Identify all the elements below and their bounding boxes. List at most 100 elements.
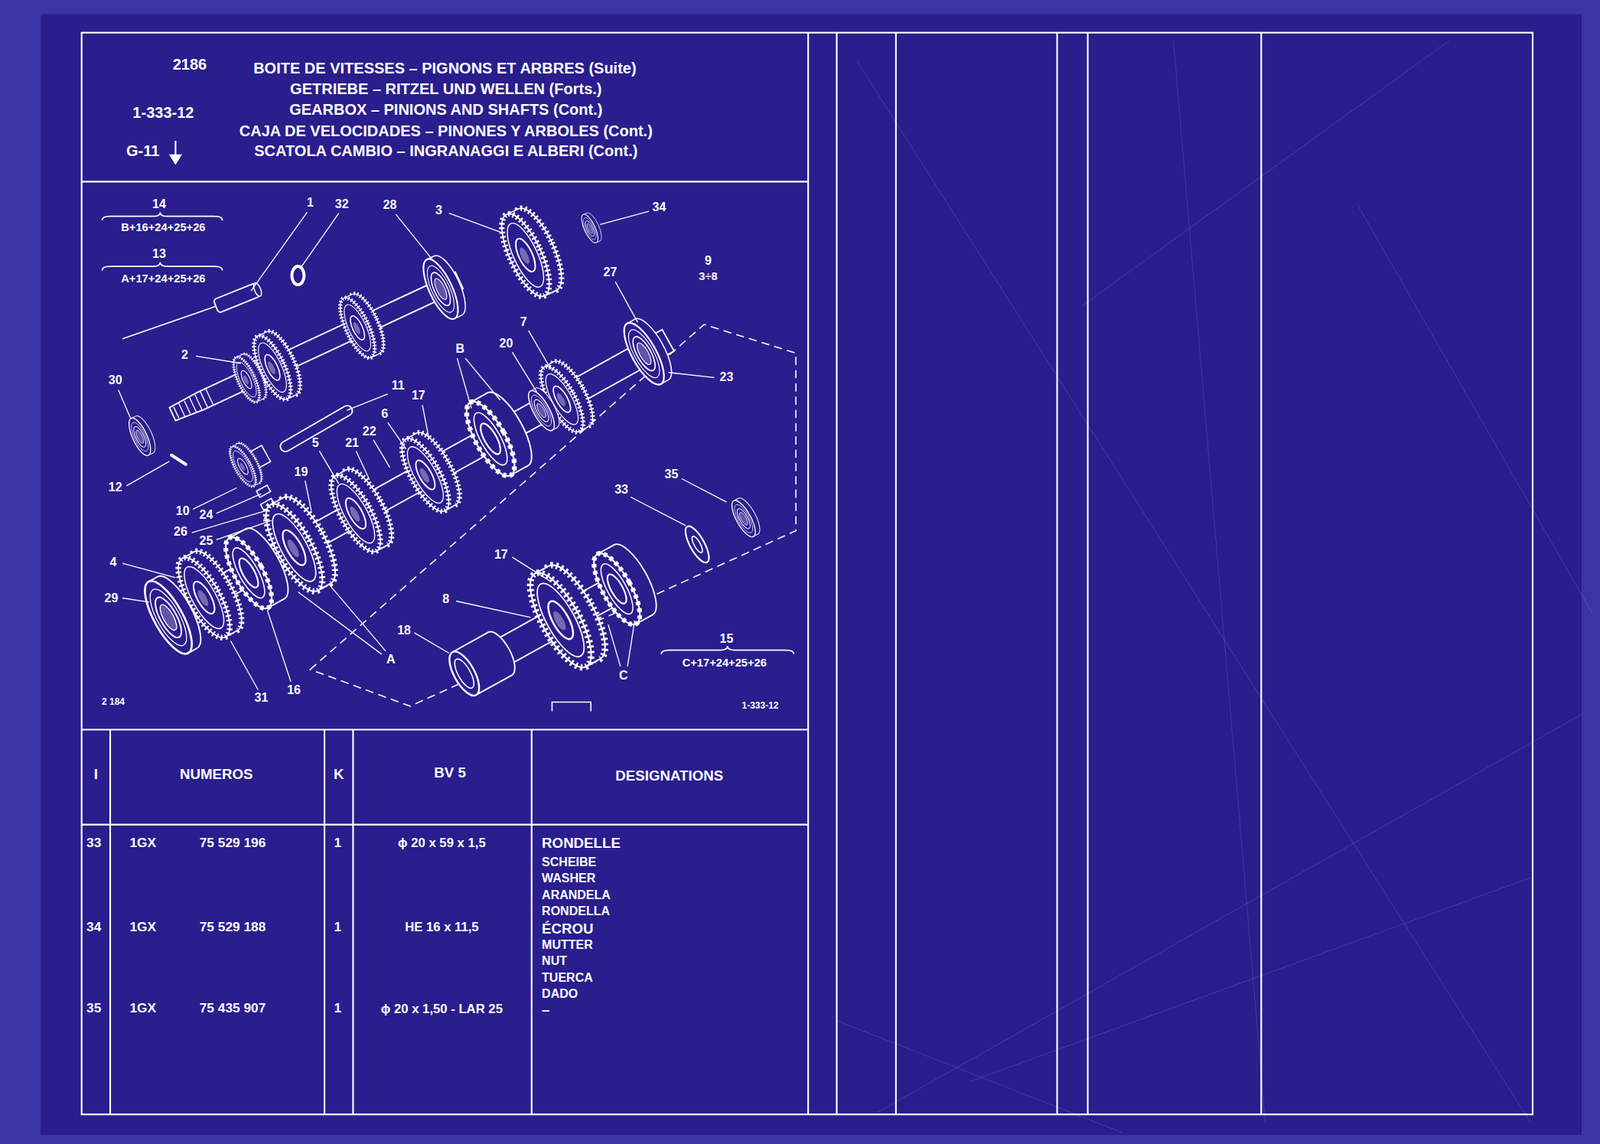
- leader-line: [599, 211, 649, 225]
- pin: [278, 404, 355, 454]
- film-ground: [40, 14, 1582, 1135]
- leader-line: [122, 563, 176, 578]
- scratch-mark: [969, 877, 1531, 1082]
- bushing: [443, 647, 486, 701]
- scratch-mark: [1081, 40, 1450, 307]
- main-shaft: [523, 384, 564, 434]
- page-number: 2186: [172, 55, 208, 73]
- title-line: SCATOLA CAMBIO – INGRANAGGI E ALBERI (Co…: [254, 142, 638, 160]
- output-assembly: [681, 523, 714, 567]
- frame-line: [1086, 32, 1089, 1115]
- leader-line: [216, 493, 262, 513]
- leader-line: [395, 214, 434, 261]
- scratch-mark: [1173, 40, 1266, 1123]
- callout-number: 2: [181, 348, 189, 362]
- leader-line: [355, 450, 369, 480]
- group-formula: 3÷8: [698, 270, 717, 283]
- leader-line: [297, 592, 382, 655]
- leader-line: [465, 358, 500, 401]
- callout-number: 4: [110, 555, 118, 570]
- leader-line: [608, 624, 621, 667]
- title-line: BOITE DE VITESSES – PIGNONS ET ARBRES (S…: [253, 59, 636, 77]
- callout-number: 33: [614, 482, 629, 497]
- leader-line: [126, 461, 170, 486]
- leader-line: [192, 487, 237, 509]
- group-code: G-11: [126, 142, 160, 160]
- callout-number: 28: [382, 198, 397, 212]
- callout-number: 29: [104, 591, 118, 606]
- table-cell: 1GX: [129, 1000, 157, 1016]
- input-shaft: [168, 272, 463, 423]
- scratch-mark: [837, 40, 1593, 1133]
- group-formula: C+17+24+25+26: [682, 655, 767, 669]
- frame-line: [109, 729, 111, 1115]
- callout-number: 8: [442, 592, 450, 607]
- leader-line: [413, 632, 449, 654]
- bushing: [443, 627, 522, 701]
- dashed-outline: [309, 324, 796, 707]
- input-shaft: [333, 289, 392, 362]
- main-shaft: [616, 312, 680, 390]
- leader-line: [319, 450, 339, 484]
- leader-line: [267, 610, 291, 682]
- table-cell: 1GX: [129, 920, 157, 936]
- main-shaft: [457, 385, 541, 483]
- direction-arrow: [170, 140, 181, 163]
- leader-line: [449, 213, 502, 233]
- figure-number: 2 184: [101, 697, 125, 708]
- leader-line: [305, 480, 312, 511]
- designation: RONDELLA: [541, 904, 610, 919]
- leader-line: [511, 351, 537, 392]
- callout-number: 9: [704, 254, 712, 269]
- table-header: BV 5: [433, 764, 466, 781]
- callout-number: 14: [152, 197, 167, 212]
- main-shaft: [132, 297, 693, 668]
- callout-number: 17: [411, 389, 426, 404]
- input-shaft: [228, 350, 271, 406]
- callout-number: 18: [397, 623, 411, 638]
- frame-line: [81, 824, 809, 826]
- callout-number: 6: [381, 407, 388, 422]
- callout-number: 21: [345, 436, 359, 450]
- designation: SCHEIBE: [541, 855, 597, 870]
- callout-number: 20: [498, 337, 513, 352]
- leader-line: [456, 601, 531, 618]
- parts-sheet: [124, 413, 160, 459]
- brace: [101, 262, 222, 271]
- brace: [661, 645, 794, 655]
- designation: ARANDELA: [541, 888, 611, 903]
- frame-line: [81, 728, 809, 730]
- table-cell: ϕ 20 x 59 x 1,5: [397, 835, 486, 850]
- frame-line: [835, 32, 838, 1115]
- table-cell: 75 529 196: [199, 835, 267, 851]
- scratch-mark: [837, 1020, 1123, 1134]
- leader-line: [511, 557, 551, 582]
- designation: ÉCROU: [541, 920, 594, 937]
- small-gear: [224, 433, 277, 490]
- table-header: I: [94, 766, 98, 783]
- bracket-symbol: [551, 702, 591, 712]
- table-cell: HE 16 x 11,5: [404, 920, 480, 935]
- table-cell: 1: [334, 1000, 343, 1016]
- title-line: GETRIEBE – RITZEL UND WELLEN (Forts.): [290, 80, 602, 98]
- title-line: CAJA DE VELOCIDADES – PINONES Y ARBOLES …: [239, 122, 653, 140]
- table-cell: 1: [334, 835, 343, 851]
- callout-number: 17: [494, 548, 509, 563]
- leader-line: [373, 439, 390, 468]
- dashed-outline: [309, 324, 796, 707]
- output-assembly: [690, 534, 705, 554]
- scratch-mark: [1357, 204, 1593, 613]
- group-formula: B+16+24+25+26: [120, 221, 206, 234]
- frame-line: [81, 32, 1533, 1115]
- callout-number: A: [386, 652, 396, 667]
- callout-number: 34: [652, 200, 667, 215]
- callout-number: 23: [720, 371, 734, 385]
- table-cell: 1GX: [129, 835, 157, 851]
- designation: RONDELLE: [541, 834, 621, 851]
- designation: –: [541, 1002, 550, 1019]
- input-shaft: [172, 388, 214, 421]
- callout-number: 11: [391, 378, 405, 393]
- frame-line: [81, 180, 809, 183]
